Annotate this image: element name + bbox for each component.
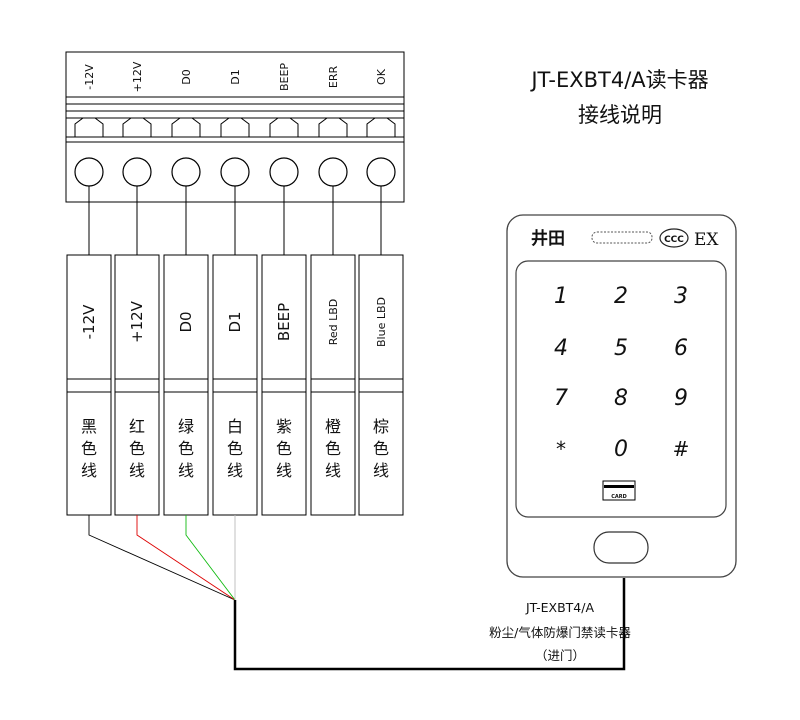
wire-strip [163,254,209,516]
terminal-tooth [366,117,396,137]
reader-model-label: JT-EXBT4/A [525,600,595,615]
wire-signal-label: -12V [80,304,98,339]
wire-strip [261,254,307,516]
wire-signal-label: D1 [226,311,244,332]
wire-color-label: 色 [81,439,97,458]
keypad-key[interactable]: 7 [554,386,568,411]
keypad-key[interactable]: 4 [554,336,568,361]
card-reader: 井田 CCC EX 1 2 3 4 5 6 7 8 9 * 0 # CARD [506,214,737,578]
wire-signal-label: Blue LBD [375,297,388,347]
wire-color-label: 色 [129,439,145,458]
wire-color-label: 色 [325,439,341,458]
wire-color-label: 线 [129,461,145,480]
terminal-tooth [171,117,201,137]
terminal-tooth [269,117,299,137]
terminal-screw [220,157,250,187]
wire-color-label: 黑 [81,417,97,436]
terminal-tooth [318,117,348,137]
reader-entry-label: （进门） [534,648,585,663]
card-icon: CARD [602,480,636,501]
wire-color-label: 色 [227,439,243,458]
ccc-mark-text: CCC [664,235,684,245]
keypad-key[interactable]: 8 [614,386,628,411]
keypad-key[interactable]: 1 [554,284,568,309]
wire-signal-label: Red LBD [327,299,340,346]
wire-color-label: 白 [227,417,243,436]
reader-body [506,214,737,578]
wire-color-label: 线 [227,461,243,480]
keypad-key[interactable]: 2 [614,284,628,309]
wire-color-label: 橙 [325,417,341,436]
wire-color-label: 色 [373,439,389,458]
terminal-screw [171,157,201,187]
terminal-label: D1 [229,69,242,84]
terminal-screw [74,157,104,187]
diagram-title: JT-EXBT4/A读卡器 [531,68,709,92]
wire-signal-label: +12V [128,300,146,343]
wire-strip [66,254,112,516]
terminal-screw [318,157,348,187]
wire-color-label: 绿 [178,417,194,436]
keypad-panel [515,260,727,518]
ex-mark: EX [694,230,719,250]
wire-strip [358,254,404,516]
terminal-label: -12V [83,64,96,90]
terminal-label: OK [375,68,388,85]
terminal-label: BEEP [278,63,291,91]
card-icon-label: CARD [611,494,627,500]
terminal-label: ERR [327,66,340,89]
reader-description-label: 粉尘/气体防爆门禁读卡器 [489,625,631,640]
terminal-screw [122,157,152,187]
keypad-key[interactable]: 3 [674,284,688,309]
ccc-mark-icon: CCC [659,228,689,248]
wire-signal-label: D0 [177,311,195,332]
wire-signal-label: BEEP [275,303,293,341]
wire-color-label: 线 [373,461,389,480]
wire-color-label: 紫 [276,417,292,436]
wire-lines [88,515,236,601]
terminal-tooth [220,117,250,137]
wire-strip [212,254,258,516]
keypad-key[interactable]: # [673,437,690,461]
keypad-key[interactable]: 6 [674,336,688,361]
wire-strip [114,254,160,516]
signal-wire [136,515,236,601]
terminal-screw [366,157,396,187]
wire-color-label: 线 [81,461,97,480]
wire-color-label: 红 [129,417,145,436]
terminal-block: -12V +12V D0 D1 BEEP ERR OK [65,51,405,203]
keypad-key[interactable]: 9 [674,386,688,411]
wire-color-label: 棕 [373,417,389,436]
keypad-key[interactable]: 0 [614,437,628,462]
wire-color-label: 线 [325,461,341,480]
signal-wire [185,515,236,601]
wire-color-label: 线 [178,461,194,480]
keypad-key[interactable]: * [556,437,566,461]
signal-wire [88,515,236,601]
terminal-screw [269,157,299,187]
terminal-label: +12V [131,61,144,92]
wire-color-label: 色 [178,439,194,458]
reader-brand: 井田 [531,228,565,249]
terminal-tooth [122,117,152,137]
terminal-tooth [74,117,104,137]
keypad-key[interactable]: 5 [614,336,628,361]
terminal-label: D0 [180,69,193,84]
wire-strip [310,254,356,516]
reader-indicator-slot [591,231,653,244]
main-cable [233,578,626,671]
reader-button[interactable] [593,531,649,564]
diagram-subtitle: 接线说明 [578,103,662,127]
wire-color-label: 色 [276,439,292,458]
wire-color-label: 线 [276,461,292,480]
